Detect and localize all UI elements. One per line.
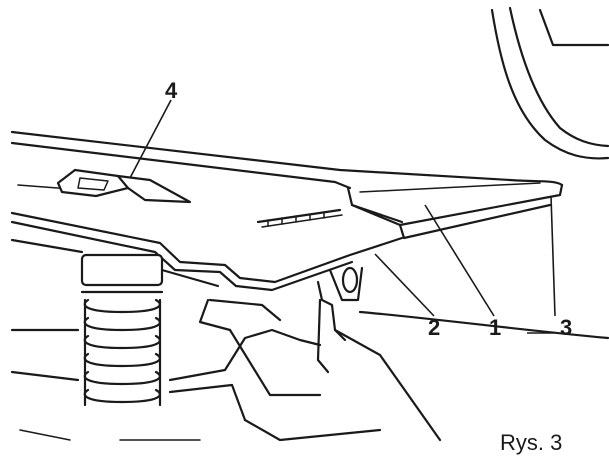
callout-2: 2 — [428, 315, 440, 340]
top-plate — [10, 130, 564, 190]
housing-shape — [490, 6, 609, 160]
callout-1: 1 — [489, 315, 501, 340]
leader-lines — [129, 99, 556, 334]
clip-part — [56, 168, 192, 204]
guide-rail — [346, 182, 564, 240]
callout-4: 4 — [165, 78, 178, 103]
coil-spring — [80, 253, 164, 407]
bracket — [316, 266, 364, 374]
lower-frame — [10, 238, 609, 442]
slot-marks — [256, 208, 343, 228]
figure-caption: Rys. 3 — [500, 430, 562, 455]
callout-3: 3 — [560, 315, 572, 340]
